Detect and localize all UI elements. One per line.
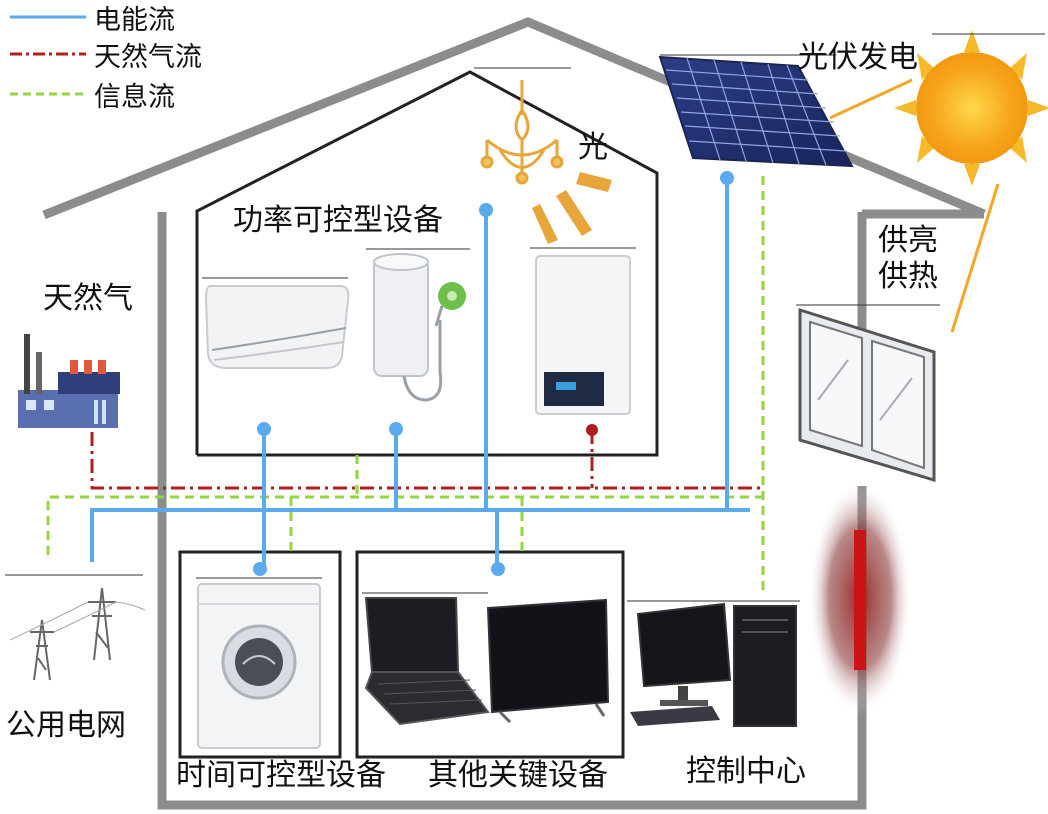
sun-ray-line xyxy=(950,183,1000,333)
legend-item-electric: 电能流 xyxy=(10,3,175,36)
legend-line-electric xyxy=(10,15,86,19)
legend-item-gas: 天然气流 xyxy=(10,40,202,73)
solar-panel-icon xyxy=(658,54,854,168)
light-label: 光 xyxy=(578,130,608,165)
legend-label: 天然气流 xyxy=(94,41,202,73)
computer-icon xyxy=(627,600,800,727)
power-devices-label: 功率可控型设备 xyxy=(233,203,443,238)
electric-nodes xyxy=(253,171,734,576)
gas-factory-icon xyxy=(18,334,120,428)
legend-item-info: 信息流 xyxy=(10,80,175,113)
power-grid-icon xyxy=(5,574,146,681)
legend-line-info xyxy=(10,92,86,96)
air-conditioner-icon xyxy=(202,277,350,369)
window-icon xyxy=(796,304,940,483)
gas-boiler-icon xyxy=(530,247,636,415)
gas-flow-lines xyxy=(90,430,763,490)
heating-label: 供热 xyxy=(878,259,938,294)
tv-icon xyxy=(486,598,610,724)
legend-label: 信息流 xyxy=(94,81,175,113)
control-center-label: 控制中心 xyxy=(686,754,806,789)
pv-label: 光伏发电 xyxy=(798,40,918,75)
laptop-icon xyxy=(362,592,490,726)
gas-label: 天然气 xyxy=(43,281,133,316)
key-devices-label: 其他关键设备 xyxy=(428,758,608,793)
time-room-outline xyxy=(178,550,342,759)
water-heater-icon xyxy=(366,248,470,402)
grid-label: 公用电网 xyxy=(6,708,126,743)
sun-icon xyxy=(894,30,1048,186)
key-room-outline xyxy=(355,550,625,759)
electric-flow-lines xyxy=(90,178,750,570)
heating-element-icon xyxy=(808,480,912,716)
light-rays-icon xyxy=(532,172,612,244)
chandelier-icon xyxy=(474,67,571,185)
legend-label: 电能流 xyxy=(94,4,175,36)
lighting-label: 供亮 xyxy=(878,223,938,258)
legend-line-gas xyxy=(10,52,86,56)
power-room-outline xyxy=(195,70,659,457)
gas-node xyxy=(586,424,598,436)
washing-machine-icon xyxy=(196,577,322,749)
info-flow-lines xyxy=(46,176,765,590)
time-devices-label: 时间可控型设备 xyxy=(176,758,386,793)
sun-ray-line xyxy=(829,78,913,120)
